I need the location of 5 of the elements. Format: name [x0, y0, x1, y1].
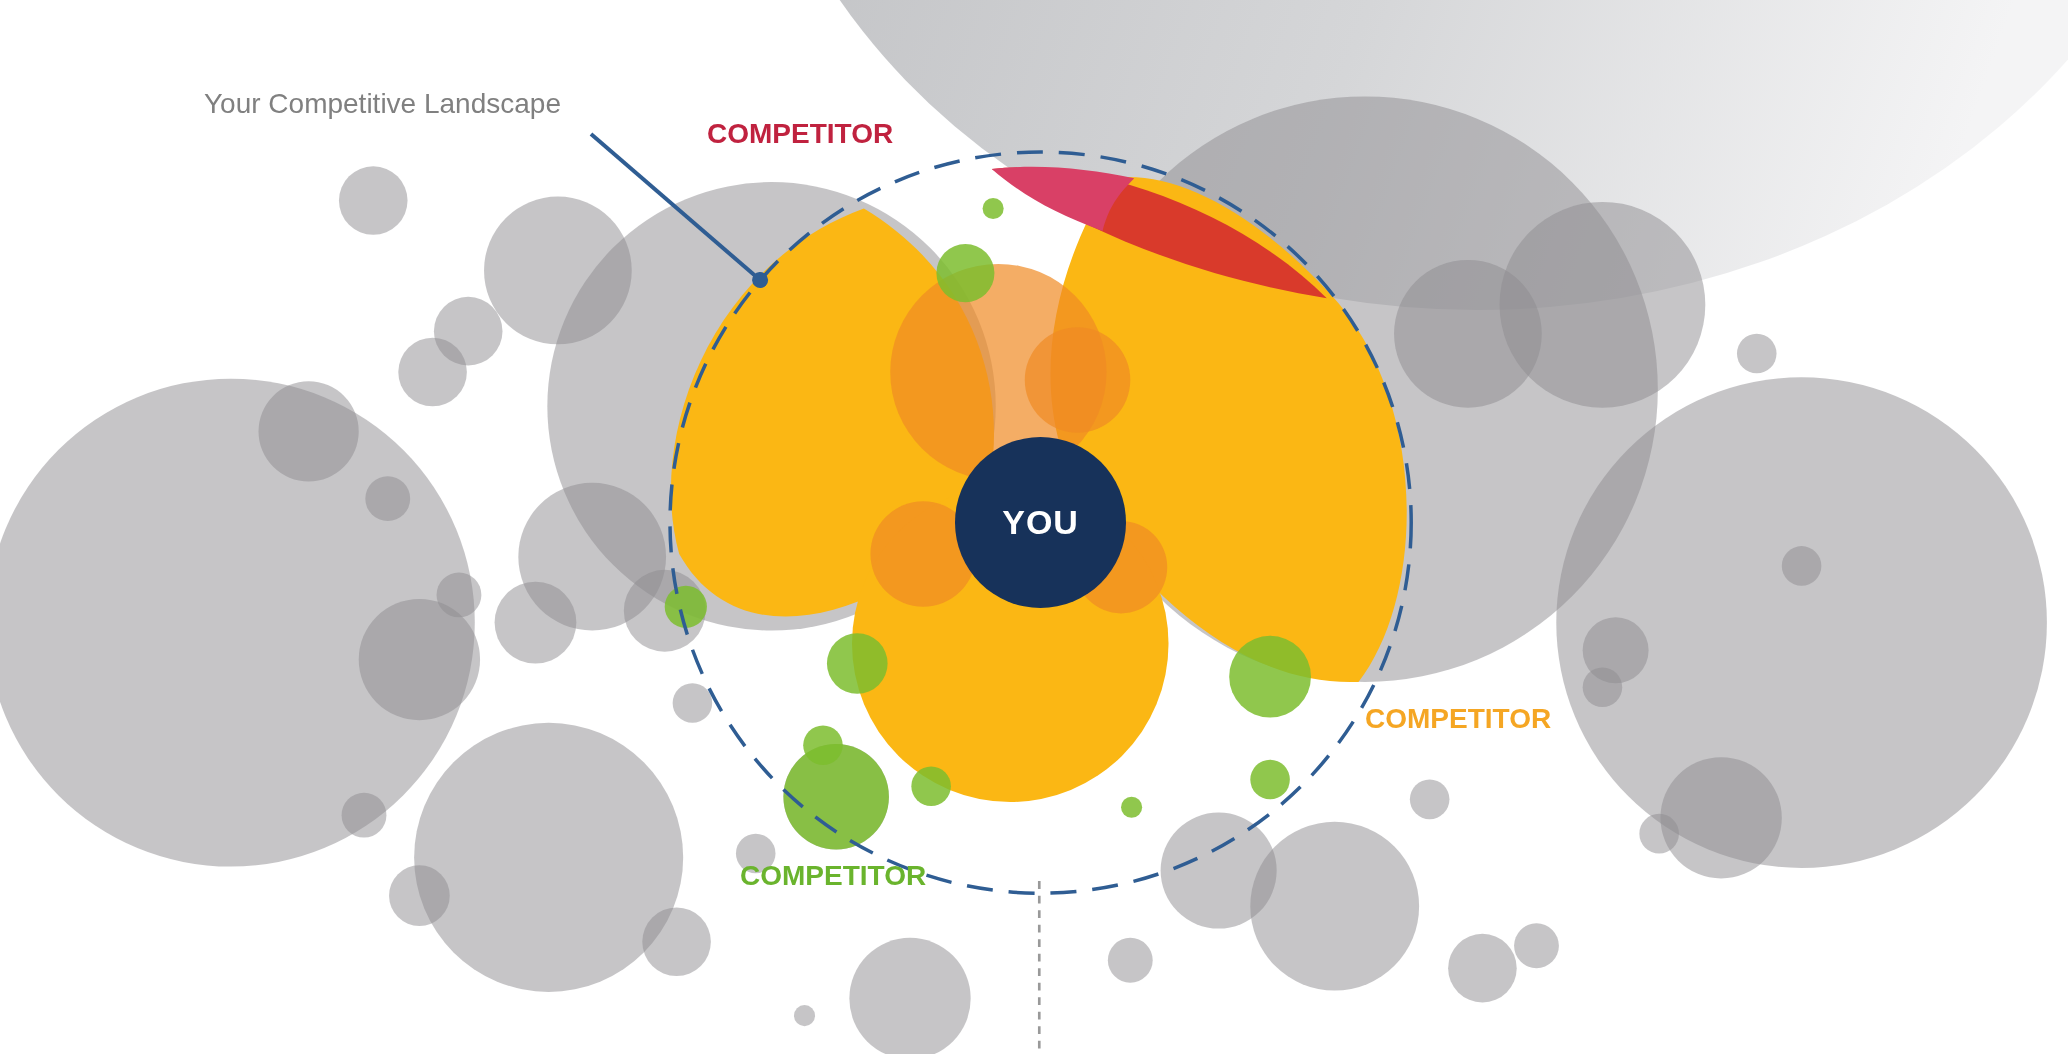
competitor-label: COMPETITOR: [707, 118, 894, 150]
leader-line: [589, 132, 769, 288]
competitor-label: COMPETITOR: [1365, 703, 1552, 735]
callout-text: Your Competitive Landscape: [204, 88, 561, 120]
competitor-label: COMPETITOR: [740, 860, 927, 892]
